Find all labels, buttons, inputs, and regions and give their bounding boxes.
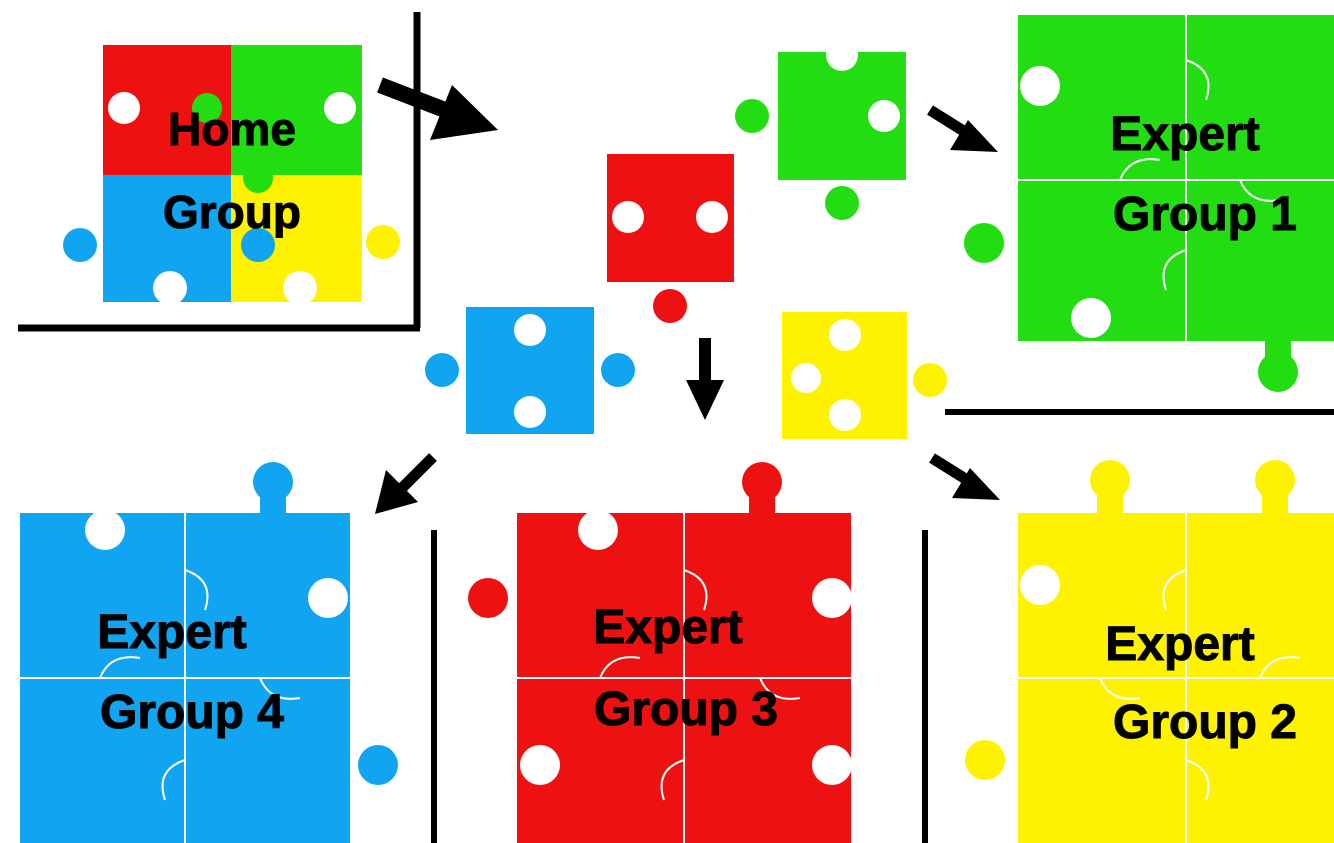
home-group: Home Group [18,12,421,332]
home-tab [241,228,275,262]
arrow-to-expert-group-3 [686,338,724,420]
arrow-home-to-center [377,77,498,140]
arrow-to-expert-group-2 [929,453,1000,500]
home-tab [63,228,97,262]
arrow-to-expert-group-1 [927,105,998,152]
expert-group-3-label-line1: Expert [593,601,742,654]
home-blank [153,271,187,305]
home-blank [283,271,317,305]
home-tab [192,93,222,123]
loose-piece-green [735,39,906,220]
expert-group-3-label-line2: Group 3 [594,683,778,736]
expert-group-2-label-line2: Group 2 [1113,696,1297,749]
expert-group-4-label-line2: Group 4 [100,686,284,739]
home-tab [366,225,400,259]
expert-group-4: Expert Group 4 [20,462,398,843]
arrow-to-expert-group-4 [375,453,437,514]
expert-group-1-label-line1: Expert [1110,108,1259,161]
expert-group-2: Expert Group 2 [922,460,1334,843]
expert-group-1: Expert Group 1 [945,15,1334,415]
expert-group-3: Expert Group 3 [431,462,852,843]
home-tab [243,163,273,193]
expert-group-4-label-line1: Expert [97,606,246,659]
home-blank [324,92,356,124]
loose-piece-yellow [782,312,947,439]
loose-piece-blue [425,307,635,434]
expert-group-2-label-line1: Expert [1105,618,1254,671]
loose-piece-red [607,154,734,323]
home-group-label-line1: Home [168,103,296,155]
expert-group-1-label-line2: Group 1 [1113,188,1297,241]
home-group-label-line2: Group [163,186,301,238]
home-blank [108,92,140,124]
